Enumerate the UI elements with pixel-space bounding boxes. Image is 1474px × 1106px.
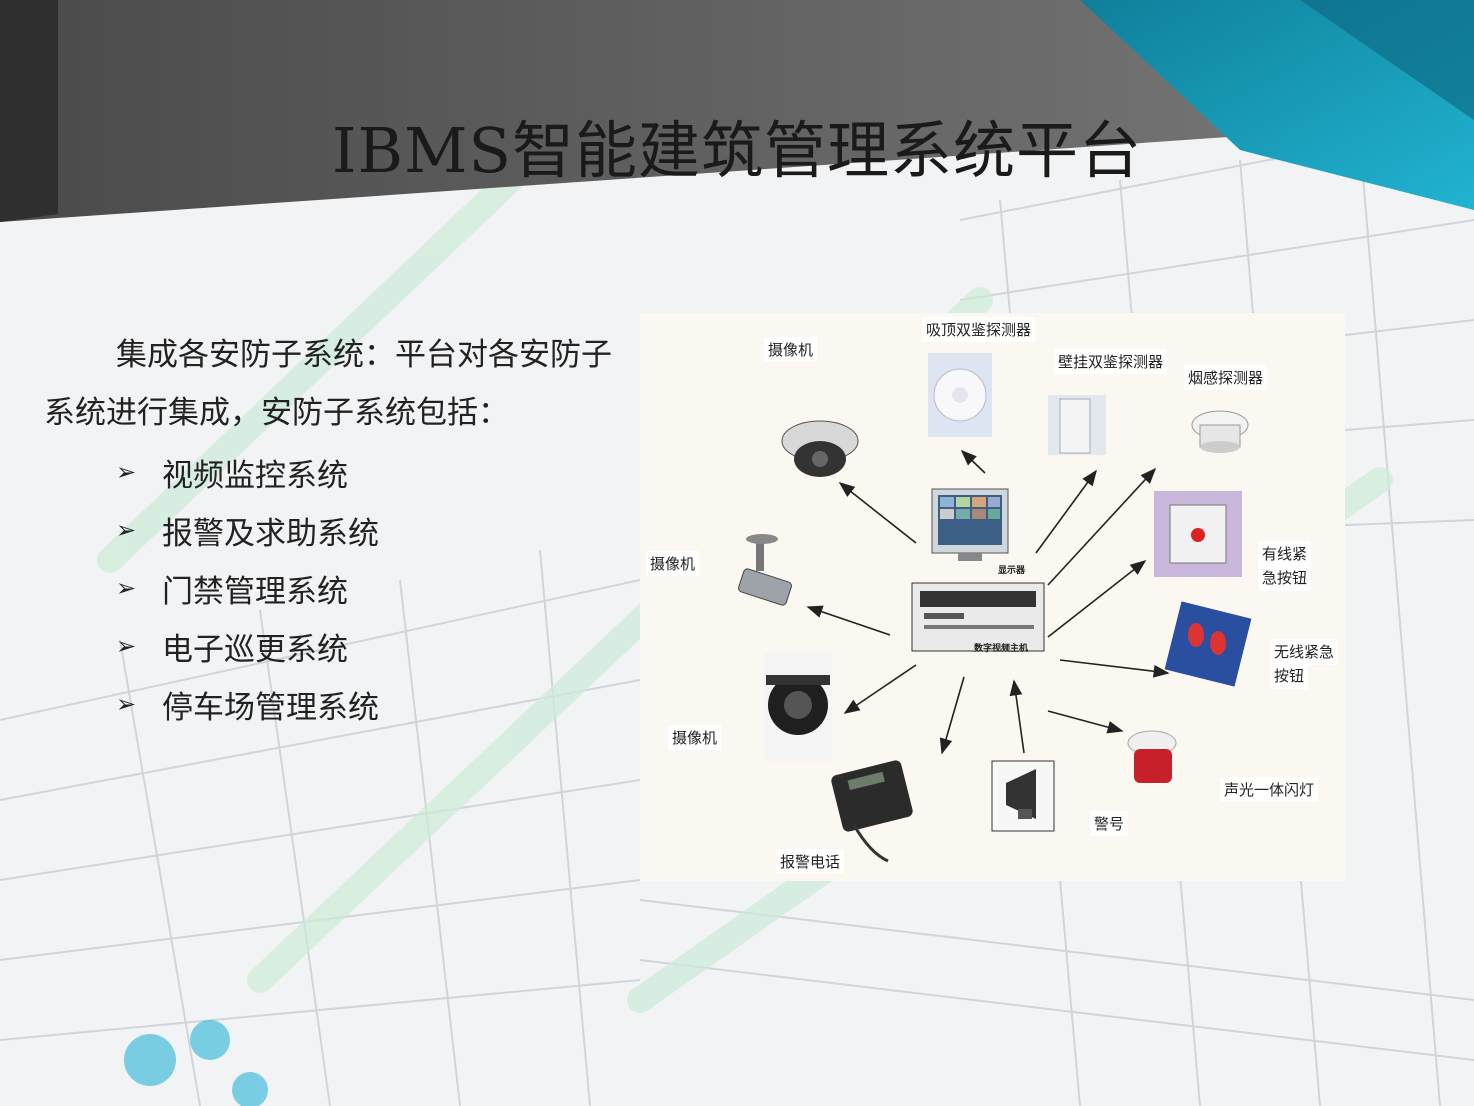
monitor-icon xyxy=(931,488,1009,561)
label-strobe: 声光一体闪灯 xyxy=(1220,777,1319,802)
dome-camera-icon xyxy=(781,420,859,477)
list-item: ➢停车场管理系统 xyxy=(116,689,379,726)
label-display: 显示器 xyxy=(998,566,1026,576)
list-item: ➢电子巡更系统 xyxy=(116,631,348,668)
label-wireless-button-2: 按钮 xyxy=(1270,663,1309,689)
arrow-bullet-icon: ➢ xyxy=(116,690,137,718)
bullet-camera-icon xyxy=(738,534,792,606)
subsystem-list: ➢视频监控系统 ➢报警及求助系统 ➢门禁管理系统 ➢电子巡更系统 ➢停车场管理系… xyxy=(116,443,379,733)
label-ceiling-detector: 吸顶双鉴探测器 xyxy=(922,317,1036,342)
label-wired-button-2: 急按钮 xyxy=(1258,565,1312,591)
arrow-bullet-icon: ➢ xyxy=(116,458,137,486)
strobe-light-icon xyxy=(1127,730,1177,783)
wired-emergency-button-icon xyxy=(1154,491,1242,577)
label-camera-bottom: 摄像机 xyxy=(668,725,722,750)
label-wall-detector: 壁挂双鉴探测器 xyxy=(1054,349,1168,374)
label-alarm-phone: 报警电话 xyxy=(776,849,845,874)
dvr-icon xyxy=(911,582,1045,652)
list-item: ➢视频监控系统 xyxy=(116,457,348,494)
security-system-diagram: 摄像机 吸顶双鉴探测器 壁挂双鉴探测器 烟感探测器 摄像机 显示器 数字视频主机… xyxy=(640,313,1345,881)
label-smoke-detector: 烟感探测器 xyxy=(1184,365,1268,390)
wireless-button-icon xyxy=(1164,601,1252,687)
intro-paragraph: 集成各安防子系统：平台对各安防子系统进行集成，安防子系统包括： xyxy=(44,337,612,431)
list-item: ➢报警及求助系统 xyxy=(116,515,379,552)
arrow-bullet-icon: ➢ xyxy=(116,574,137,602)
label-wired-button-1: 有线紧 xyxy=(1258,541,1312,567)
label-siren: 警号 xyxy=(1090,811,1129,836)
diagram-graphics xyxy=(738,353,1252,863)
arrow-bullet-icon: ➢ xyxy=(116,632,137,660)
wall-detector-icon xyxy=(1048,395,1106,455)
siren-icon xyxy=(991,760,1055,832)
connection-arrows xyxy=(806,449,1170,755)
label-camera-top: 摄像机 xyxy=(764,337,818,362)
alarm-phone-icon xyxy=(831,760,913,863)
slide-title: IBMS智能建筑管理系统平台 xyxy=(331,114,1142,187)
label-wireless-button-1: 无线紧急 xyxy=(1270,639,1339,665)
arrow-bullet-icon: ➢ xyxy=(116,516,137,544)
label-dvr: 数字视频主机 xyxy=(974,644,1029,654)
dome-camera-bottom-icon xyxy=(764,653,832,761)
smoke-detector-icon xyxy=(1191,410,1249,453)
list-item: ➢门禁管理系统 xyxy=(116,573,348,610)
label-camera-left: 摄像机 xyxy=(646,551,700,576)
ceiling-detector-icon xyxy=(928,353,992,437)
